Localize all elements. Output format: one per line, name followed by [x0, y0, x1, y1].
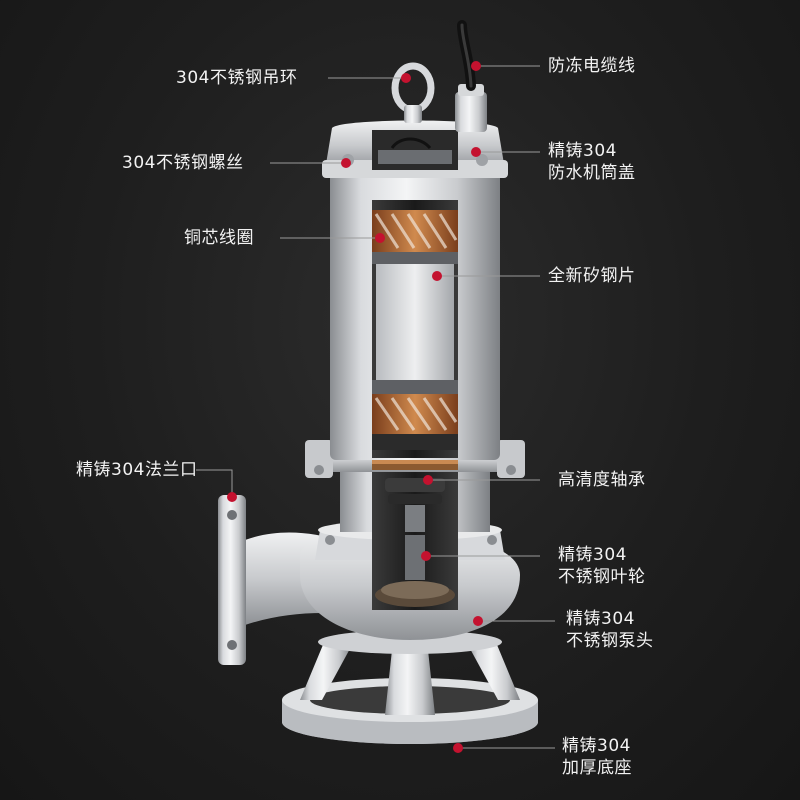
label-pump-head-line1: 精铸304 [566, 609, 635, 629]
marker-silicon-steel [432, 271, 442, 281]
label-bearing: 高清度轴承 [558, 470, 646, 490]
label-base-line2: 加厚底座 [562, 758, 632, 778]
markers [227, 61, 483, 753]
label-pump-head-line2: 不锈钢泵头 [566, 631, 654, 651]
base-stand [282, 630, 538, 744]
label-impeller-line1: 精铸304 [558, 545, 627, 565]
label-impeller-line2: 不锈钢叶轮 [558, 567, 646, 587]
label-flange: 精铸304法兰口 [76, 460, 198, 480]
marker-pump-head [473, 616, 483, 626]
label-base: 精铸304 加厚底座 [562, 735, 632, 779]
label-base-line1: 精铸304 [562, 736, 631, 756]
label-screws: 304不锈钢螺丝 [122, 153, 244, 173]
label-silicon-steel: 全新矽钢片 [548, 266, 636, 286]
marker-cable [471, 61, 481, 71]
top-cover [322, 20, 508, 178]
leader-lines [196, 65, 555, 749]
label-cable: 防冻电缆线 [548, 56, 636, 76]
marker-bearing [423, 475, 433, 485]
marker-impeller [421, 551, 431, 561]
marker-lifting-ring [401, 73, 411, 83]
label-copper-coil: 铜芯线圈 [184, 228, 254, 248]
label-cover: 精铸304 防水机筒盖 [548, 140, 636, 184]
marker-base [453, 743, 463, 753]
marker-screws [341, 158, 351, 168]
marker-cover [471, 147, 481, 157]
label-lifting-ring: 304不锈钢吊环 [176, 68, 298, 88]
motor-housing [330, 170, 500, 460]
label-impeller: 精铸304 不锈钢叶轮 [558, 544, 646, 588]
label-cover-line1: 精铸304 [548, 141, 617, 161]
label-cover-line2: 防水机筒盖 [548, 163, 636, 183]
marker-flange [227, 492, 237, 502]
label-pump-head: 精铸304 不锈钢泵头 [566, 608, 654, 652]
marker-copper-coil [375, 233, 385, 243]
